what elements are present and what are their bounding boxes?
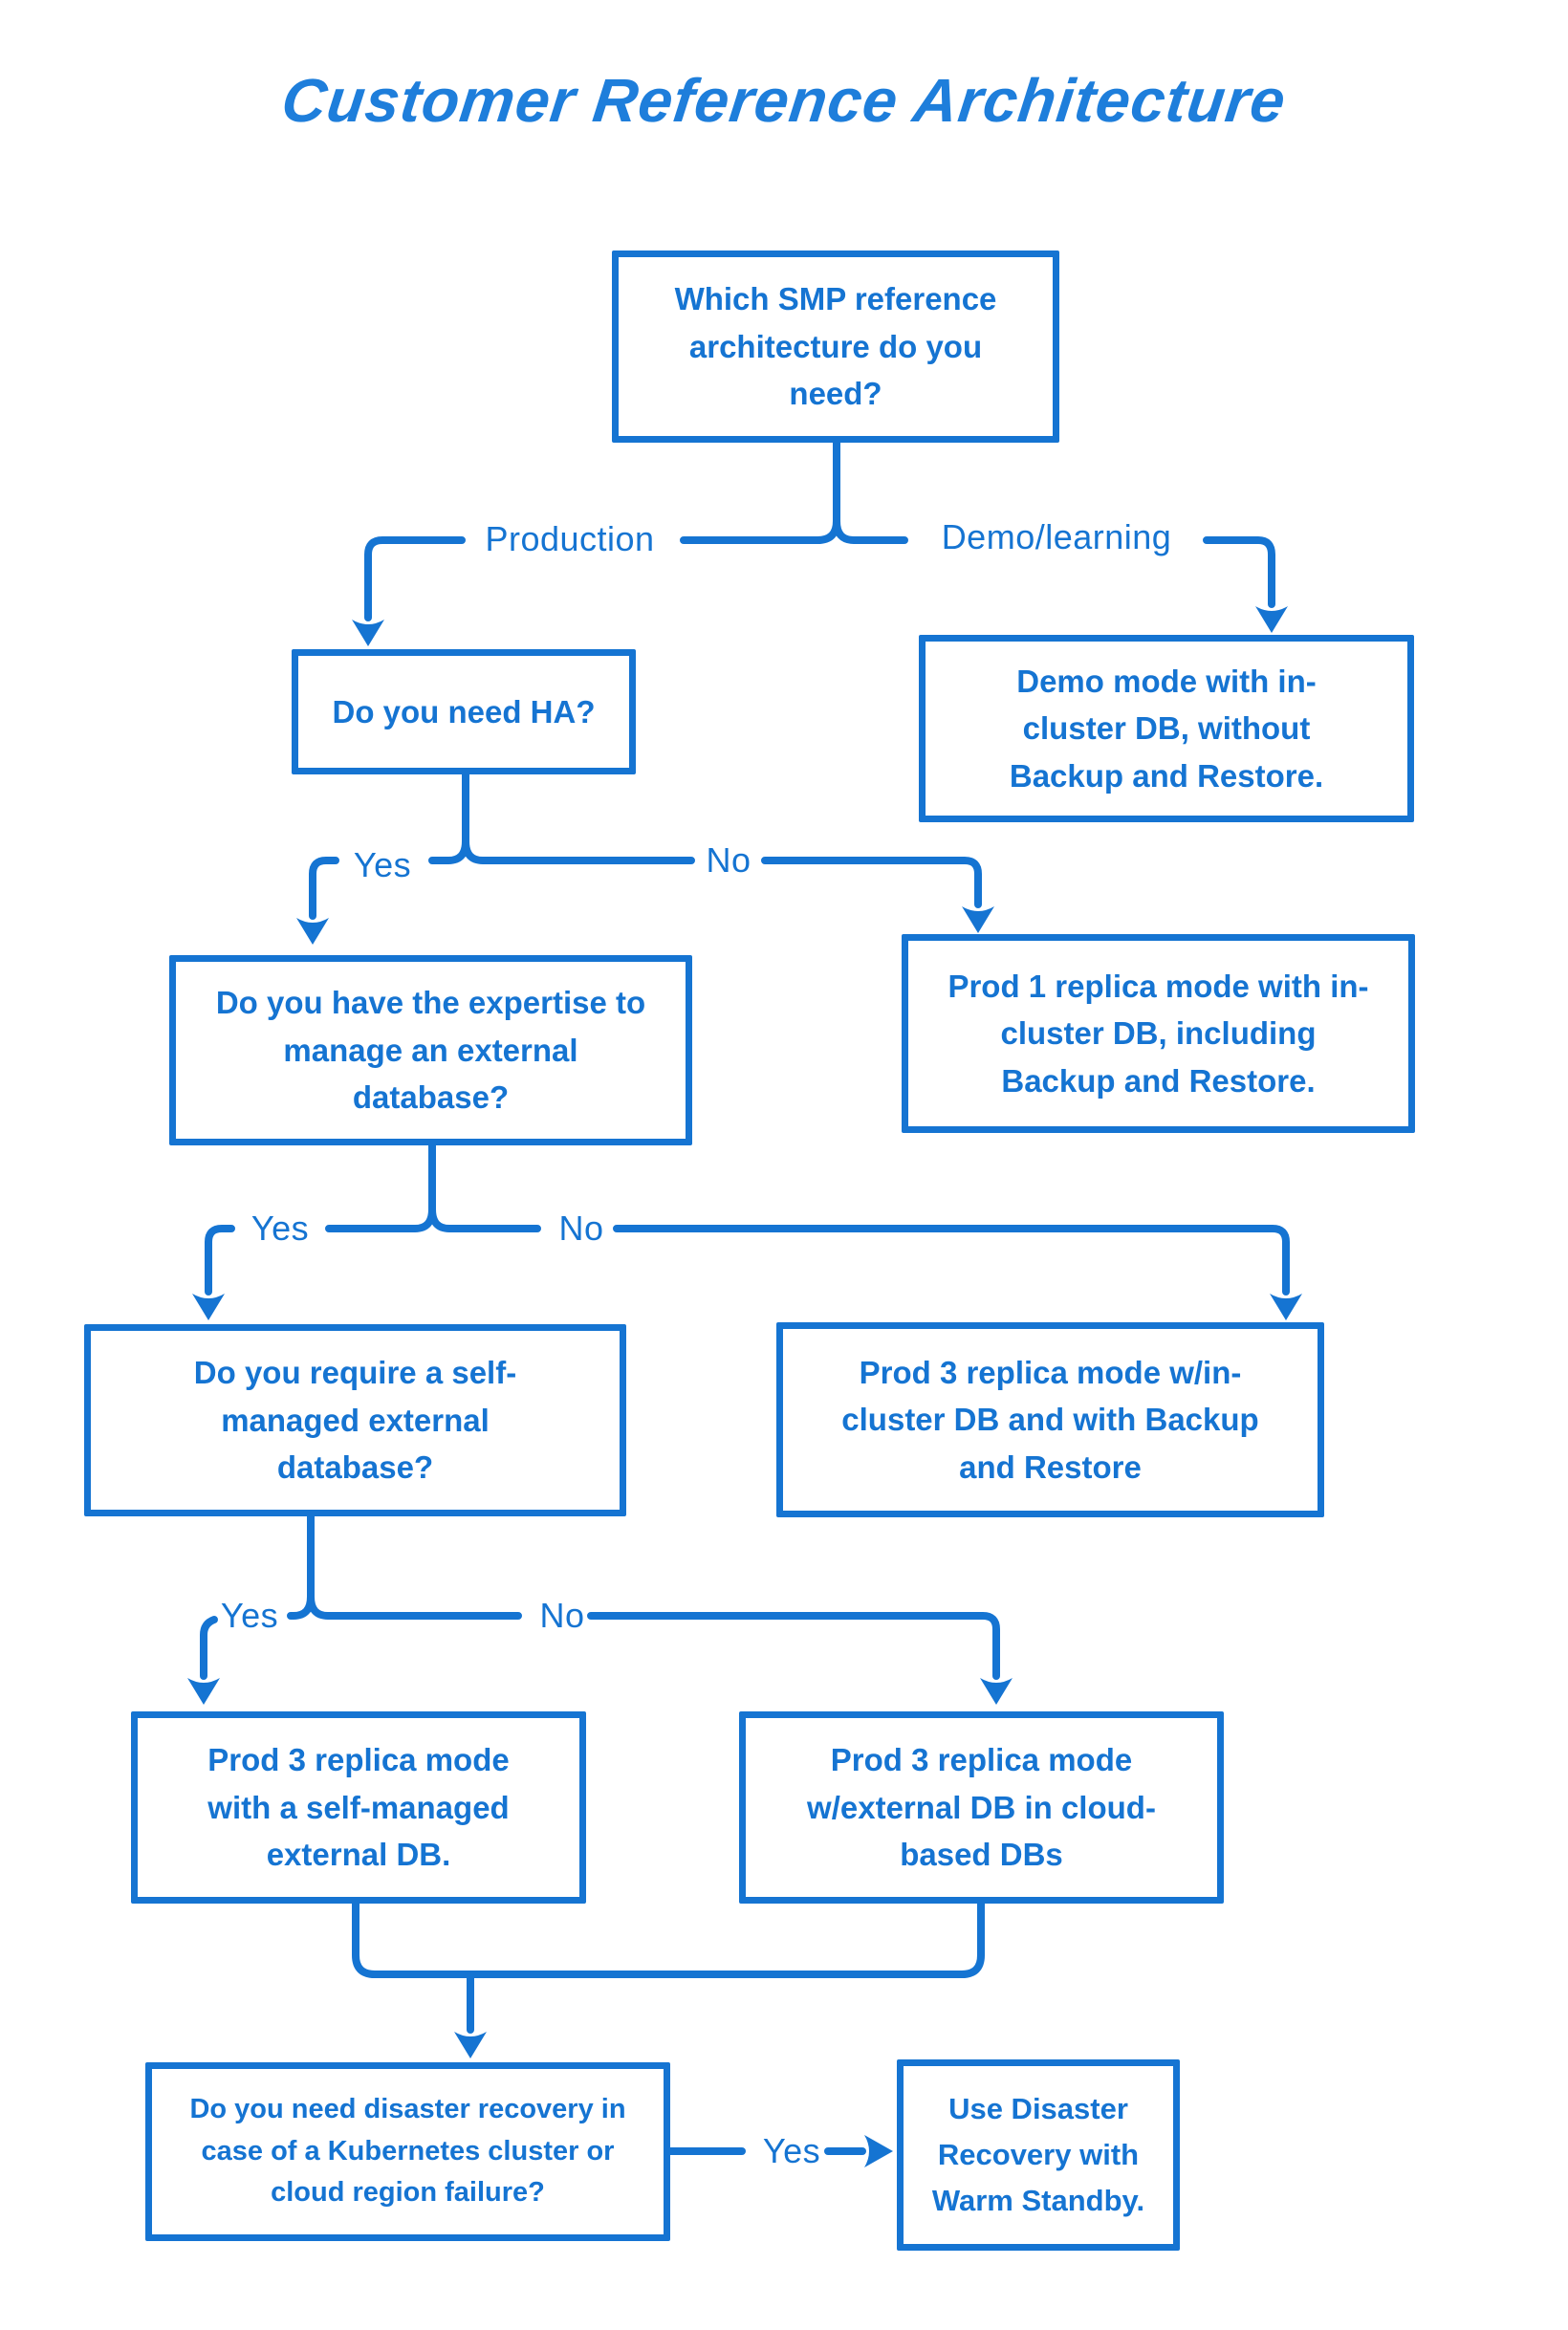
edge-merge-to-disaster-recovery: [352, 1900, 985, 2058]
node-question-ha: Do you need HA?: [292, 649, 636, 774]
node-prod3-cloud: Prod 3 replica mode w/external DB in clo…: [739, 1711, 1224, 1904]
edge-label-self-managed-yes: Yes: [220, 1596, 279, 1635]
node-text: Do you need HA?: [332, 693, 596, 729]
node-text: Demo mode with in-cluster DB, without Ba…: [1009, 663, 1324, 794]
edge-label-expertise-yes: Yes: [250, 1209, 310, 1248]
node-text: Use Disaster Recovery with Warm Standby.: [931, 2091, 1145, 2218]
node-text: Do you have the expertise to manage an e…: [215, 985, 646, 1116]
node-question-self-managed: Do you require a self-managed external d…: [84, 1324, 626, 1516]
node-question-expertise: Do you have the expertise to manage an e…: [169, 955, 692, 1145]
edge-label-expertise-no: No: [558, 1209, 604, 1248]
edge-architecture-demo: [833, 517, 1288, 633]
edge-selfmanaged-no: [307, 1593, 1013, 1705]
node-text: Which SMP reference architecture do you …: [674, 281, 997, 412]
node-question-disaster-recovery: Do you need disaster recovery in case of…: [145, 2062, 670, 2241]
edge-label-dr-yes: Yes: [762, 2131, 821, 2170]
node-prod3-incluster: Prod 3 replica mode w/in-cluster DB and …: [776, 1322, 1324, 1517]
edge-label-ha-no: No: [706, 840, 751, 880]
edge-ha-no: [462, 838, 994, 933]
edge-label-production: Production: [485, 519, 655, 558]
node-text: Prod 3 replica mode with a self-managed …: [207, 1742, 510, 1873]
node-text: Prod 3 replica mode w/external DB in clo…: [807, 1742, 1156, 1873]
edge-expertise-no: [428, 1206, 1302, 1320]
edge-label-demo-learning: Demo/learning: [941, 517, 1172, 556]
node-text: Prod 1 replica mode with in-cluster DB, …: [947, 968, 1369, 1099]
edge-disaster-recovery-yes: [666, 2135, 893, 2167]
node-warm-standby: Use Disaster Recovery with Warm Standby.: [897, 2059, 1180, 2251]
node-prod1-incluster: Prod 1 replica mode with in-cluster DB, …: [902, 934, 1415, 1133]
node-demo-mode: Demo mode with in-cluster DB, without Ba…: [919, 635, 1414, 822]
node-question-architecture: Which SMP reference architecture do you …: [612, 250, 1059, 443]
edge-label-ha-yes: Yes: [353, 845, 412, 884]
node-text: Do you require a self-managed external d…: [193, 1355, 517, 1486]
node-text: Prod 3 replica mode w/in-cluster DB and …: [841, 1354, 1259, 1485]
node-text: Do you need disaster recovery in case of…: [189, 2094, 626, 2209]
node-prod3-self-managed: Prod 3 replica mode with a self-managed …: [131, 1711, 586, 1904]
edge-label-self-managed-no: No: [539, 1596, 585, 1635]
